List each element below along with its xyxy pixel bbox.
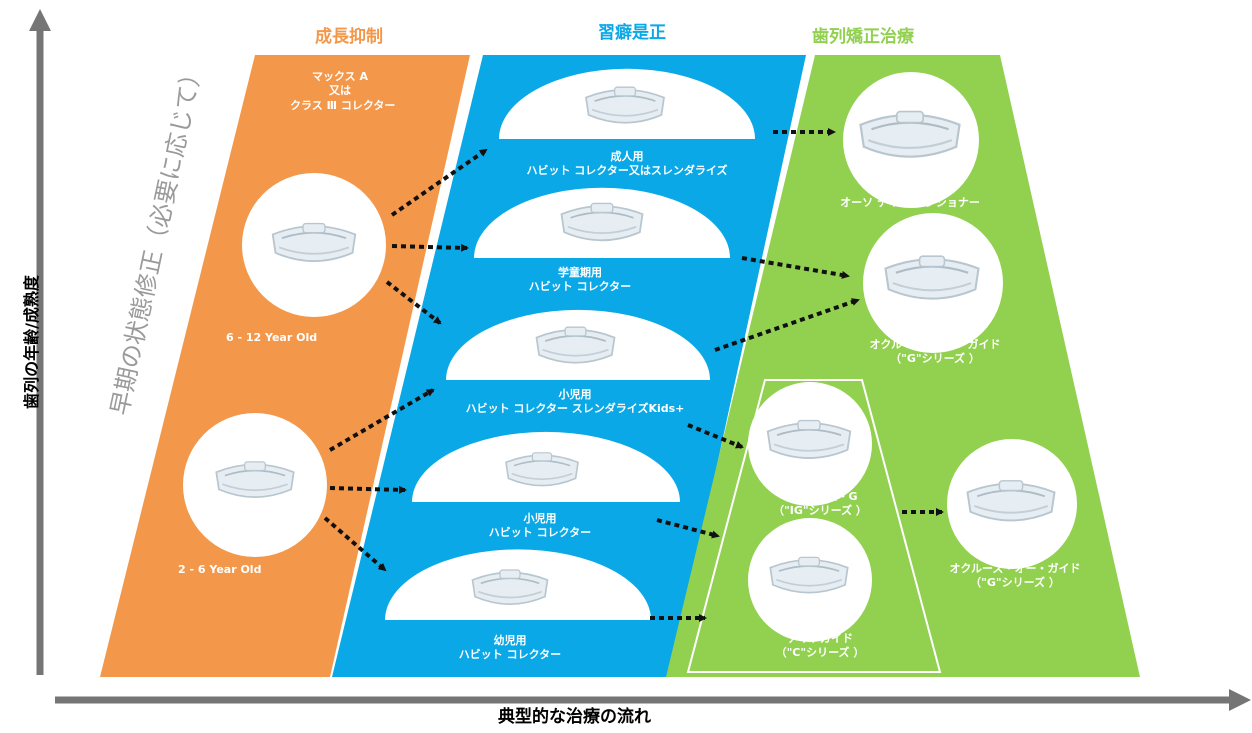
header-growth: 成長抑制 — [315, 27, 383, 47]
occlus-top-label-line1: オクルーズ・オー・ガイド — [869, 338, 1001, 351]
flow-arrows — [323, 128, 944, 622]
arrow — [329, 485, 407, 494]
growth-column-band — [100, 55, 470, 677]
interim-group-outline — [686, 379, 942, 673]
night-label-line1: ナイトガイド — [787, 632, 853, 645]
arrow — [323, 516, 387, 572]
y-axis-label: 歯列の年齢/成熟度 — [22, 275, 41, 409]
kids-plus-label: 小児用 ハビット コレクター スレンダライズKids+ — [440, 388, 710, 417]
interim-label-line1: インテリム・G — [782, 490, 858, 503]
max-title: マックス A 又は クラス Ⅲ コレクター — [290, 70, 396, 113]
header-habit: 習癖是正 — [598, 23, 666, 43]
header-ortho: 歯列矯正治療 — [812, 27, 914, 47]
school-label-line1: 学童期用 — [558, 266, 602, 279]
night-label: ナイトガイド （"C"シリーズ ） — [755, 632, 885, 661]
infant-label-line2: ハビット コレクター — [458, 648, 562, 662]
arrow — [328, 388, 435, 452]
arrow — [390, 148, 488, 217]
school-label: 学童期用 ハビット コレクター — [510, 266, 650, 295]
adult-label: 成人用 ハビット コレクター又はスレンダライズ — [512, 150, 742, 179]
age-6-12-label: 6 - 12 Year Old — [226, 331, 318, 344]
arrow — [714, 298, 860, 352]
child-label-line2: ハビット コレクター — [488, 526, 592, 540]
occlus-top-label-line2: （"G"シリーズ ） — [890, 352, 980, 366]
occlus-bottom-label-line1: オクルーズ・オー・ガイド — [949, 562, 1081, 575]
child-label: 小児用 ハビット コレクター — [470, 512, 610, 541]
interim-label-line2: （"IG"シリーズ ） — [773, 504, 867, 518]
max-title-line3: クラス Ⅲ コレクター — [290, 98, 396, 112]
infant-label: 幼児用 ハビット コレクター — [440, 634, 580, 663]
adult-label-line1: 成人用 — [610, 150, 644, 163]
occlus-bottom-label-line2: （"G"シリーズ ） — [970, 576, 1060, 590]
age-2-6-label: 2 - 6 Year Old — [178, 563, 262, 576]
max-title-line2: 又は — [329, 84, 351, 98]
night-label-line2: （"C"シリーズ ） — [775, 646, 865, 660]
school-label-line2: ハビット コレクター — [528, 280, 632, 294]
kids-plus-label-line1: 小児用 — [558, 388, 592, 401]
arrow — [391, 243, 469, 252]
max-title-line1: マックス A — [311, 70, 368, 83]
adult-label-line2: ハビット コレクター又はスレンダライズ — [526, 164, 728, 178]
child-label-line1: 小児用 — [523, 512, 557, 525]
x-axis-label: 典型的な治療の流れ — [498, 707, 651, 727]
infant-label-line1: 幼児用 — [493, 634, 527, 647]
arrow — [385, 280, 442, 325]
arrow — [656, 518, 720, 539]
occlus-top-label: オクルーズ・オー・ガイド （"G"シリーズ ） — [840, 338, 1030, 367]
arrow — [687, 423, 744, 449]
occlus-bottom-label: オクルーズ・オー・ガイド （"G"シリーズ ） — [920, 562, 1110, 591]
interim-label: インテリム・G （"IG"シリーズ ） — [755, 490, 885, 519]
ortho-tain-label: オーソ テイン ポジショナー — [840, 196, 980, 209]
kids-plus-label-line2: ハビット コレクター スレンダライズKids+ — [465, 402, 685, 416]
